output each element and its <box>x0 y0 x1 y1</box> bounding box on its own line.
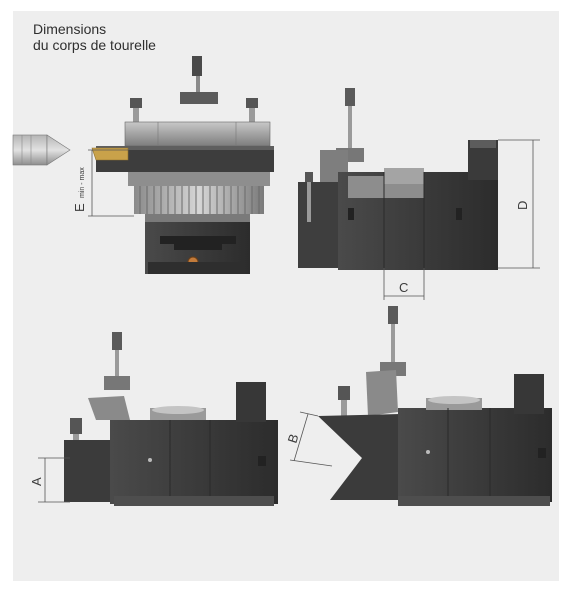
turret-front-view: E min - max <box>12 56 274 274</box>
dimension-b <box>289 411 333 467</box>
dimension-c <box>383 268 425 300</box>
figure-caption: Dimensions du corps de tourelle <box>33 21 156 53</box>
turret-side-view: D C <box>298 88 540 300</box>
dimension-c-label: C <box>399 280 408 295</box>
toolholder-a-view: A <box>29 332 278 506</box>
dimension-b-label: B <box>285 432 302 445</box>
caption-line-2: du corps de tourelle <box>33 37 156 53</box>
gear-ring <box>134 186 264 214</box>
dimension-a <box>38 457 70 503</box>
dimension-d <box>498 139 540 269</box>
dimension-e-range: min - max <box>79 167 86 198</box>
dimension-d-label: D <box>515 201 530 210</box>
caption-line-1: Dimensions <box>33 21 107 37</box>
toolholder-b-view: B <box>285 306 552 506</box>
live-center <box>12 134 71 166</box>
dimension-e-label: E <box>72 203 87 212</box>
dimension-a-label: A <box>29 477 44 486</box>
cutting-insert <box>91 147 129 161</box>
dimension-e <box>88 149 134 217</box>
